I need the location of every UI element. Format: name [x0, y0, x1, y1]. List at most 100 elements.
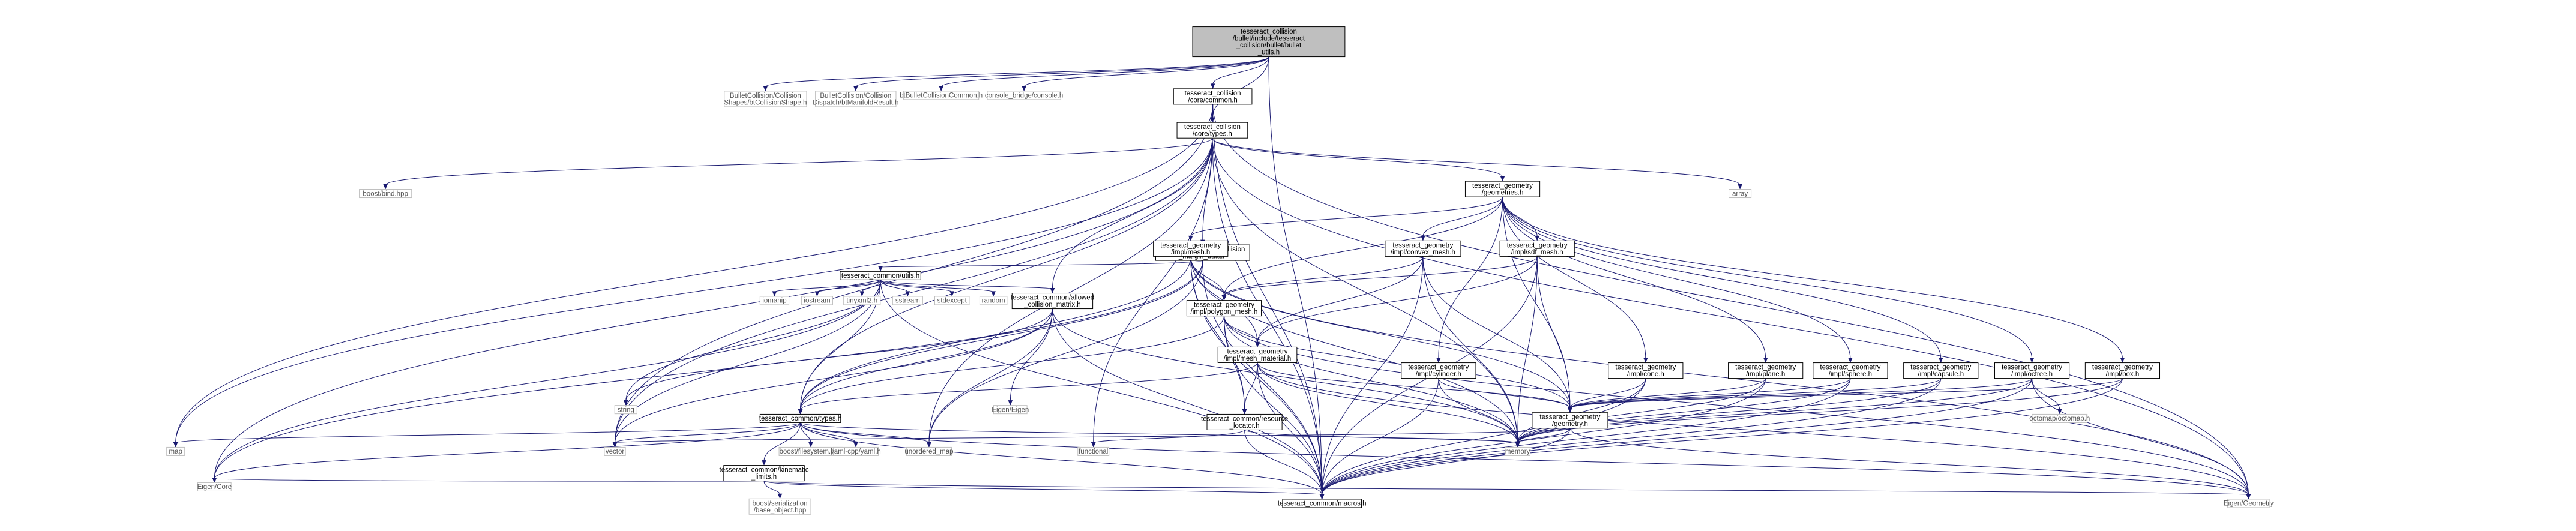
- node-impl-mesh-material[interactable]: tesseract_geometry/impl/mesh_material.h: [1217, 346, 1298, 363]
- node-allowed-collision[interactable]: tesseract_common/allowed_collision_matri…: [1011, 293, 1094, 310]
- node-box: [1464, 181, 1541, 197]
- edge-common_types-to-eigen_geometry: [800, 422, 2251, 500]
- node-label-line: /bullet/include/tesseract: [1233, 35, 1305, 43]
- edge-core_types-to-unordered_map: [927, 138, 1213, 448]
- node-geometry-h[interactable]: tesseract_geometry/geometry.h: [1532, 412, 1608, 429]
- node-impl-box[interactable]: tesseract_geometry/impl/box.h: [2084, 362, 2161, 379]
- node-stdexcept: stdexcept: [934, 296, 970, 305]
- node-impl-polygon-mesh[interactable]: tesseract_geometry/impl/polygon_mesh.h: [1186, 300, 1262, 317]
- node-label-line: btBulletCollisionCommon.h: [900, 92, 983, 100]
- edge-geometries-to-impl_plane: [1502, 197, 1768, 363]
- node-label-line: _collision_matrix.h: [1023, 301, 1081, 308]
- node-box: [892, 296, 923, 305]
- node-box: [1532, 412, 1608, 429]
- edge-impl_cone-to-geometry_h: [1568, 378, 1646, 413]
- edge-allowed_collision-to-string: [624, 308, 1053, 406]
- edge-bullet_utils-to-core_common: [1210, 56, 1269, 89]
- node-kinematic-limits[interactable]: tesseract_common/kinematic_limits.h: [720, 465, 809, 482]
- node-label-line: /impl/cone.h: [1627, 371, 1664, 378]
- node-common-utils[interactable]: tesseract_common/utils.h: [840, 271, 921, 280]
- node-core-common[interactable]: tesseract_collision/core/common.h: [1173, 88, 1253, 105]
- node-btManifoldResult: BulletCollision/CollisionDispatch/btMani…: [813, 91, 898, 107]
- node-box: [759, 296, 790, 305]
- edge-impl_capsule-to-geometry_h: [1568, 378, 1942, 413]
- node-boost-fs: boost/filesystem.hpp: [778, 446, 843, 456]
- node-label-line: memory: [1505, 448, 1530, 455]
- node-impl-cylinder[interactable]: tesseract_geometry/impl/cylinder.h: [1401, 362, 1476, 379]
- node-macros[interactable]: tesseract_common/macros.h: [1278, 499, 1367, 508]
- edge-geometries-to-impl_octree: [1502, 197, 2035, 363]
- node-box: [903, 91, 980, 100]
- node-impl-sdf-mesh[interactable]: tesseract_geometry/impl/sdf_mesh.h: [1499, 240, 1575, 257]
- node-bullet-utils[interactable]: tesseract_collision/bullet/include/tesse…: [1192, 26, 1346, 58]
- node-impl-octree[interactable]: tesseract_geometry/impl/octree.h: [1994, 362, 2070, 379]
- edge-geometries-to-impl_sdf_mesh: [1502, 197, 1539, 241]
- node-box: [993, 405, 1028, 415]
- node-label-line: tesseract_geometry: [1539, 414, 1600, 421]
- edge-common_utils-to-allowed_collision: [880, 279, 1055, 293]
- node-label-line: tesseract_collision: [1241, 28, 1297, 35]
- node-label-line: tesseract_common/utils.h: [841, 272, 919, 280]
- node-label-line: /impl/polygon_mesh.h: [1191, 308, 1258, 316]
- node-common-types[interactable]: tesseract_common/types.h: [759, 413, 841, 423]
- node-box: [801, 296, 833, 305]
- edge-core_types-to-map: [173, 138, 1213, 448]
- node-box: [723, 465, 805, 482]
- node-label-line: tesseract_common/macros.h: [1278, 500, 1367, 508]
- node-label-line: tesseract_geometry: [1735, 364, 1796, 371]
- edge-impl_cone-to-macros: [1319, 378, 1646, 500]
- node-label-line: tesseract_geometry: [2002, 364, 2062, 371]
- node-label-line: tesseract_collision: [1184, 124, 1241, 131]
- node-label-line: tinyxml2.h: [846, 298, 877, 305]
- node-label-line: yaml-cpp/yaml.h: [831, 448, 881, 455]
- node-label-line: /impl/mesh_material.h: [1224, 355, 1291, 362]
- node-impl-capsule[interactable]: tesseract_geometry/impl/capsule.h: [1903, 362, 1979, 379]
- edge-allowed_collision-to-unordered_map: [927, 308, 1053, 448]
- node-label-line: tesseract_geometry: [1160, 242, 1221, 249]
- edge-impl_mesh_material-to-resource_locator: [1242, 362, 1258, 415]
- node-box: [1011, 293, 1094, 310]
- edge-common_types-to-vector: [612, 422, 801, 448]
- node-array: array: [1729, 189, 1752, 199]
- node-box: [1077, 446, 1110, 456]
- node-label-line: /core/common.h: [1188, 97, 1237, 104]
- edge-common_utils-to-iomanip: [772, 279, 881, 297]
- node-label-line: Eigen/Eigen: [992, 406, 1029, 413]
- edge-geometries-to-impl_capsule: [1502, 197, 1943, 363]
- node-impl-sphere[interactable]: tesseract_geometry/impl/sphere.h: [1813, 362, 1888, 379]
- edge-common_utils-to-stdexcept: [880, 279, 954, 297]
- node-label-line: tesseract_geometry: [1820, 364, 1880, 371]
- edge-common_utils-to-iostream: [814, 280, 881, 297]
- node-box: [1401, 362, 1476, 379]
- node-label-line: boost/bind.hpp: [363, 190, 408, 197]
- node-geometries[interactable]: tesseract_geometry/geometries.h: [1464, 181, 1541, 197]
- node-label-line: tesseract_geometry: [1507, 242, 1568, 249]
- node-impl-mesh[interactable]: tesseract_geometry/impl/mesh.h: [1153, 240, 1229, 257]
- edge-impl_mesh-to-impl_polygon_mesh: [1190, 256, 1227, 301]
- node-impl-convex-mesh[interactable]: tesseract_geometry/impl/convex_mesh.h: [1385, 240, 1461, 257]
- node-core-types[interactable]: tesseract_collision/core/types.h: [1176, 122, 1248, 139]
- edge-kinematic_limits-to-eigen_geometry: [763, 481, 2251, 500]
- edge-impl_convex_mesh-to-geometry_h: [1422, 256, 1572, 413]
- node-label-line: Eigen/Geometry: [2224, 500, 2274, 508]
- node-resource-locator[interactable]: tesseract_common/resource_locator.h: [1201, 413, 1288, 430]
- node-box: [1217, 346, 1298, 363]
- node-box: [1505, 446, 1530, 456]
- node-impl-plane[interactable]: tesseract_geometry/impl/plane.h: [1728, 362, 1804, 379]
- node-box: [1282, 499, 1362, 508]
- node-label-line: /impl/capsule.h: [1918, 371, 1964, 378]
- edge-geometries-to-impl_cone: [1502, 197, 1648, 363]
- node-impl-cone[interactable]: tesseract_geometry/impl/cone.h: [1608, 362, 1684, 379]
- node-label-line: random: [982, 298, 1005, 305]
- node-box: [1176, 122, 1248, 139]
- node-label-line: /impl/convex_mesh.h: [1391, 249, 1455, 256]
- node-box: [614, 405, 637, 415]
- node-box: [1608, 362, 1684, 379]
- node-label-line: string: [618, 406, 634, 413]
- node-console: console_bridge/console.h: [985, 91, 1063, 100]
- node-label-line: /impl/sdf_mesh.h: [1511, 249, 1563, 256]
- node-label-line: boost/serialization: [753, 500, 808, 507]
- edge-core_types-to-boost_bind: [383, 137, 1213, 190]
- edge-core_common-to-eigen_geometry: [1212, 104, 2251, 500]
- node-box: [197, 482, 232, 491]
